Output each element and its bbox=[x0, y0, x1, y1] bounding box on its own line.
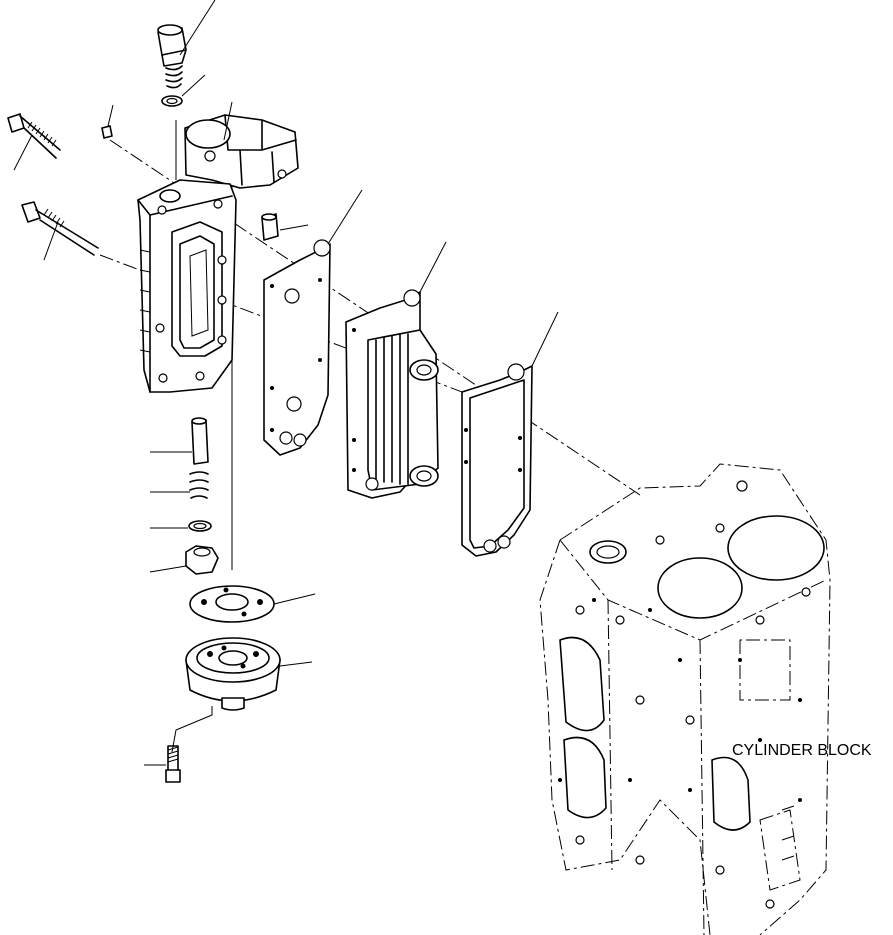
oil-cooler-cover bbox=[137, 101, 309, 393]
bypass-valve-stack bbox=[149, 417, 219, 575]
thermostat-bolt bbox=[144, 745, 181, 783]
cooler-gasket-front bbox=[263, 189, 363, 456]
cylinder-block: CYLINDER BLOCK bbox=[539, 463, 872, 935]
oil-cooler-element bbox=[345, 241, 447, 499]
small-bolt bbox=[101, 104, 114, 139]
thermostat-gasket bbox=[189, 585, 316, 623]
relief-valve-plug bbox=[157, 0, 216, 107]
long-mounting-bolt-lower bbox=[21, 201, 99, 261]
long-mounting-bolt-upper bbox=[7, 113, 61, 171]
cylinder-block-label: CYLINDER BLOCK bbox=[732, 742, 872, 759]
thermostat-housing bbox=[171, 637, 313, 753]
cooler-gasket-rear bbox=[461, 311, 559, 557]
